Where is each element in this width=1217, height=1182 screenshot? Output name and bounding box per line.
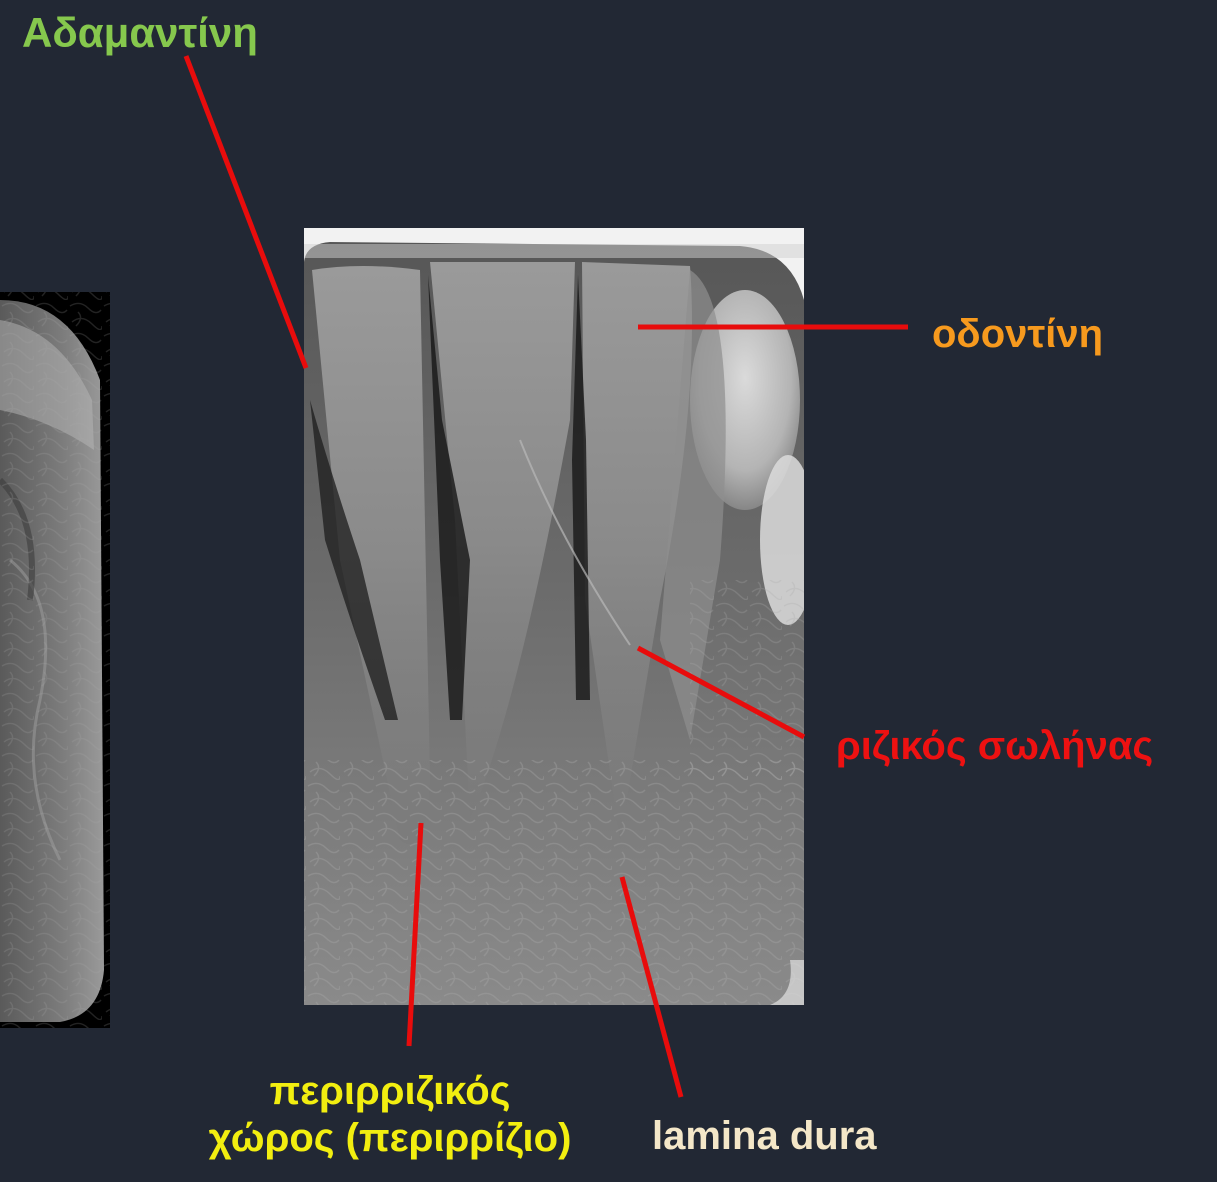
dentin-label: οδοντίνη (932, 314, 1103, 354)
periodontal-space-label: περιρριζικός χώρος (περιρρίζιο) (170, 1068, 610, 1162)
periodontal-space-label-line2: χώρος (περιρρίζιο) (170, 1115, 610, 1162)
enamel-leader-line (186, 56, 306, 368)
periodontal-space-label-line1: περιρριζικός (170, 1068, 610, 1115)
enamel-label: Αδαμαντίνη (22, 12, 258, 54)
main-radiograph (304, 228, 816, 1005)
lamina-dura-label: lamina dura (652, 1116, 877, 1156)
root-canal-label: ριζικός σωλήνας (836, 726, 1153, 766)
left-radiograph (0, 292, 110, 1028)
